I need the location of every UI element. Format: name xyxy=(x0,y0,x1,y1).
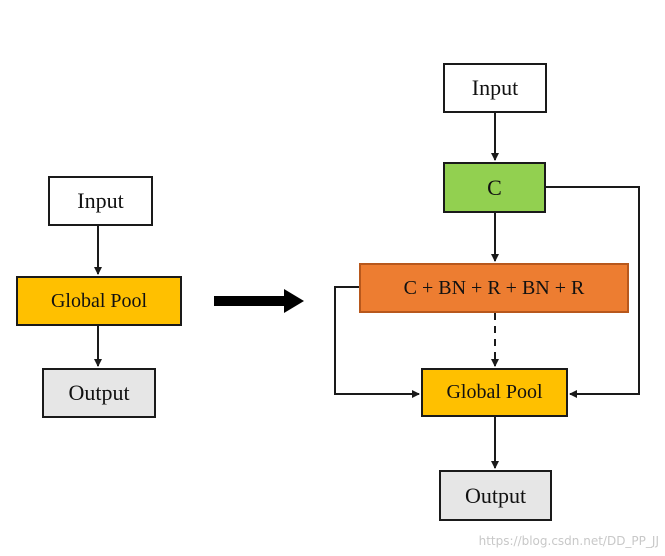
right-output-node: Output xyxy=(439,470,552,521)
conv-node: C xyxy=(443,162,546,213)
conv-skip-connection-arrow xyxy=(546,186,640,398)
block-skip-connection-arrow xyxy=(334,286,420,398)
watermark: https://blog.csdn.net/DD_PP_JJ xyxy=(478,534,659,548)
left-global-pool-node: Global Pool xyxy=(16,276,182,326)
right-input-node: Input xyxy=(443,63,547,113)
left-input-node: Input xyxy=(48,176,153,226)
conv-bn-relu-block-node: C + BN + R + BN + R xyxy=(359,263,629,313)
transform-arrow xyxy=(214,289,304,313)
left-output-node: Output xyxy=(42,368,156,418)
right-global-pool-node: Global Pool xyxy=(421,368,568,417)
